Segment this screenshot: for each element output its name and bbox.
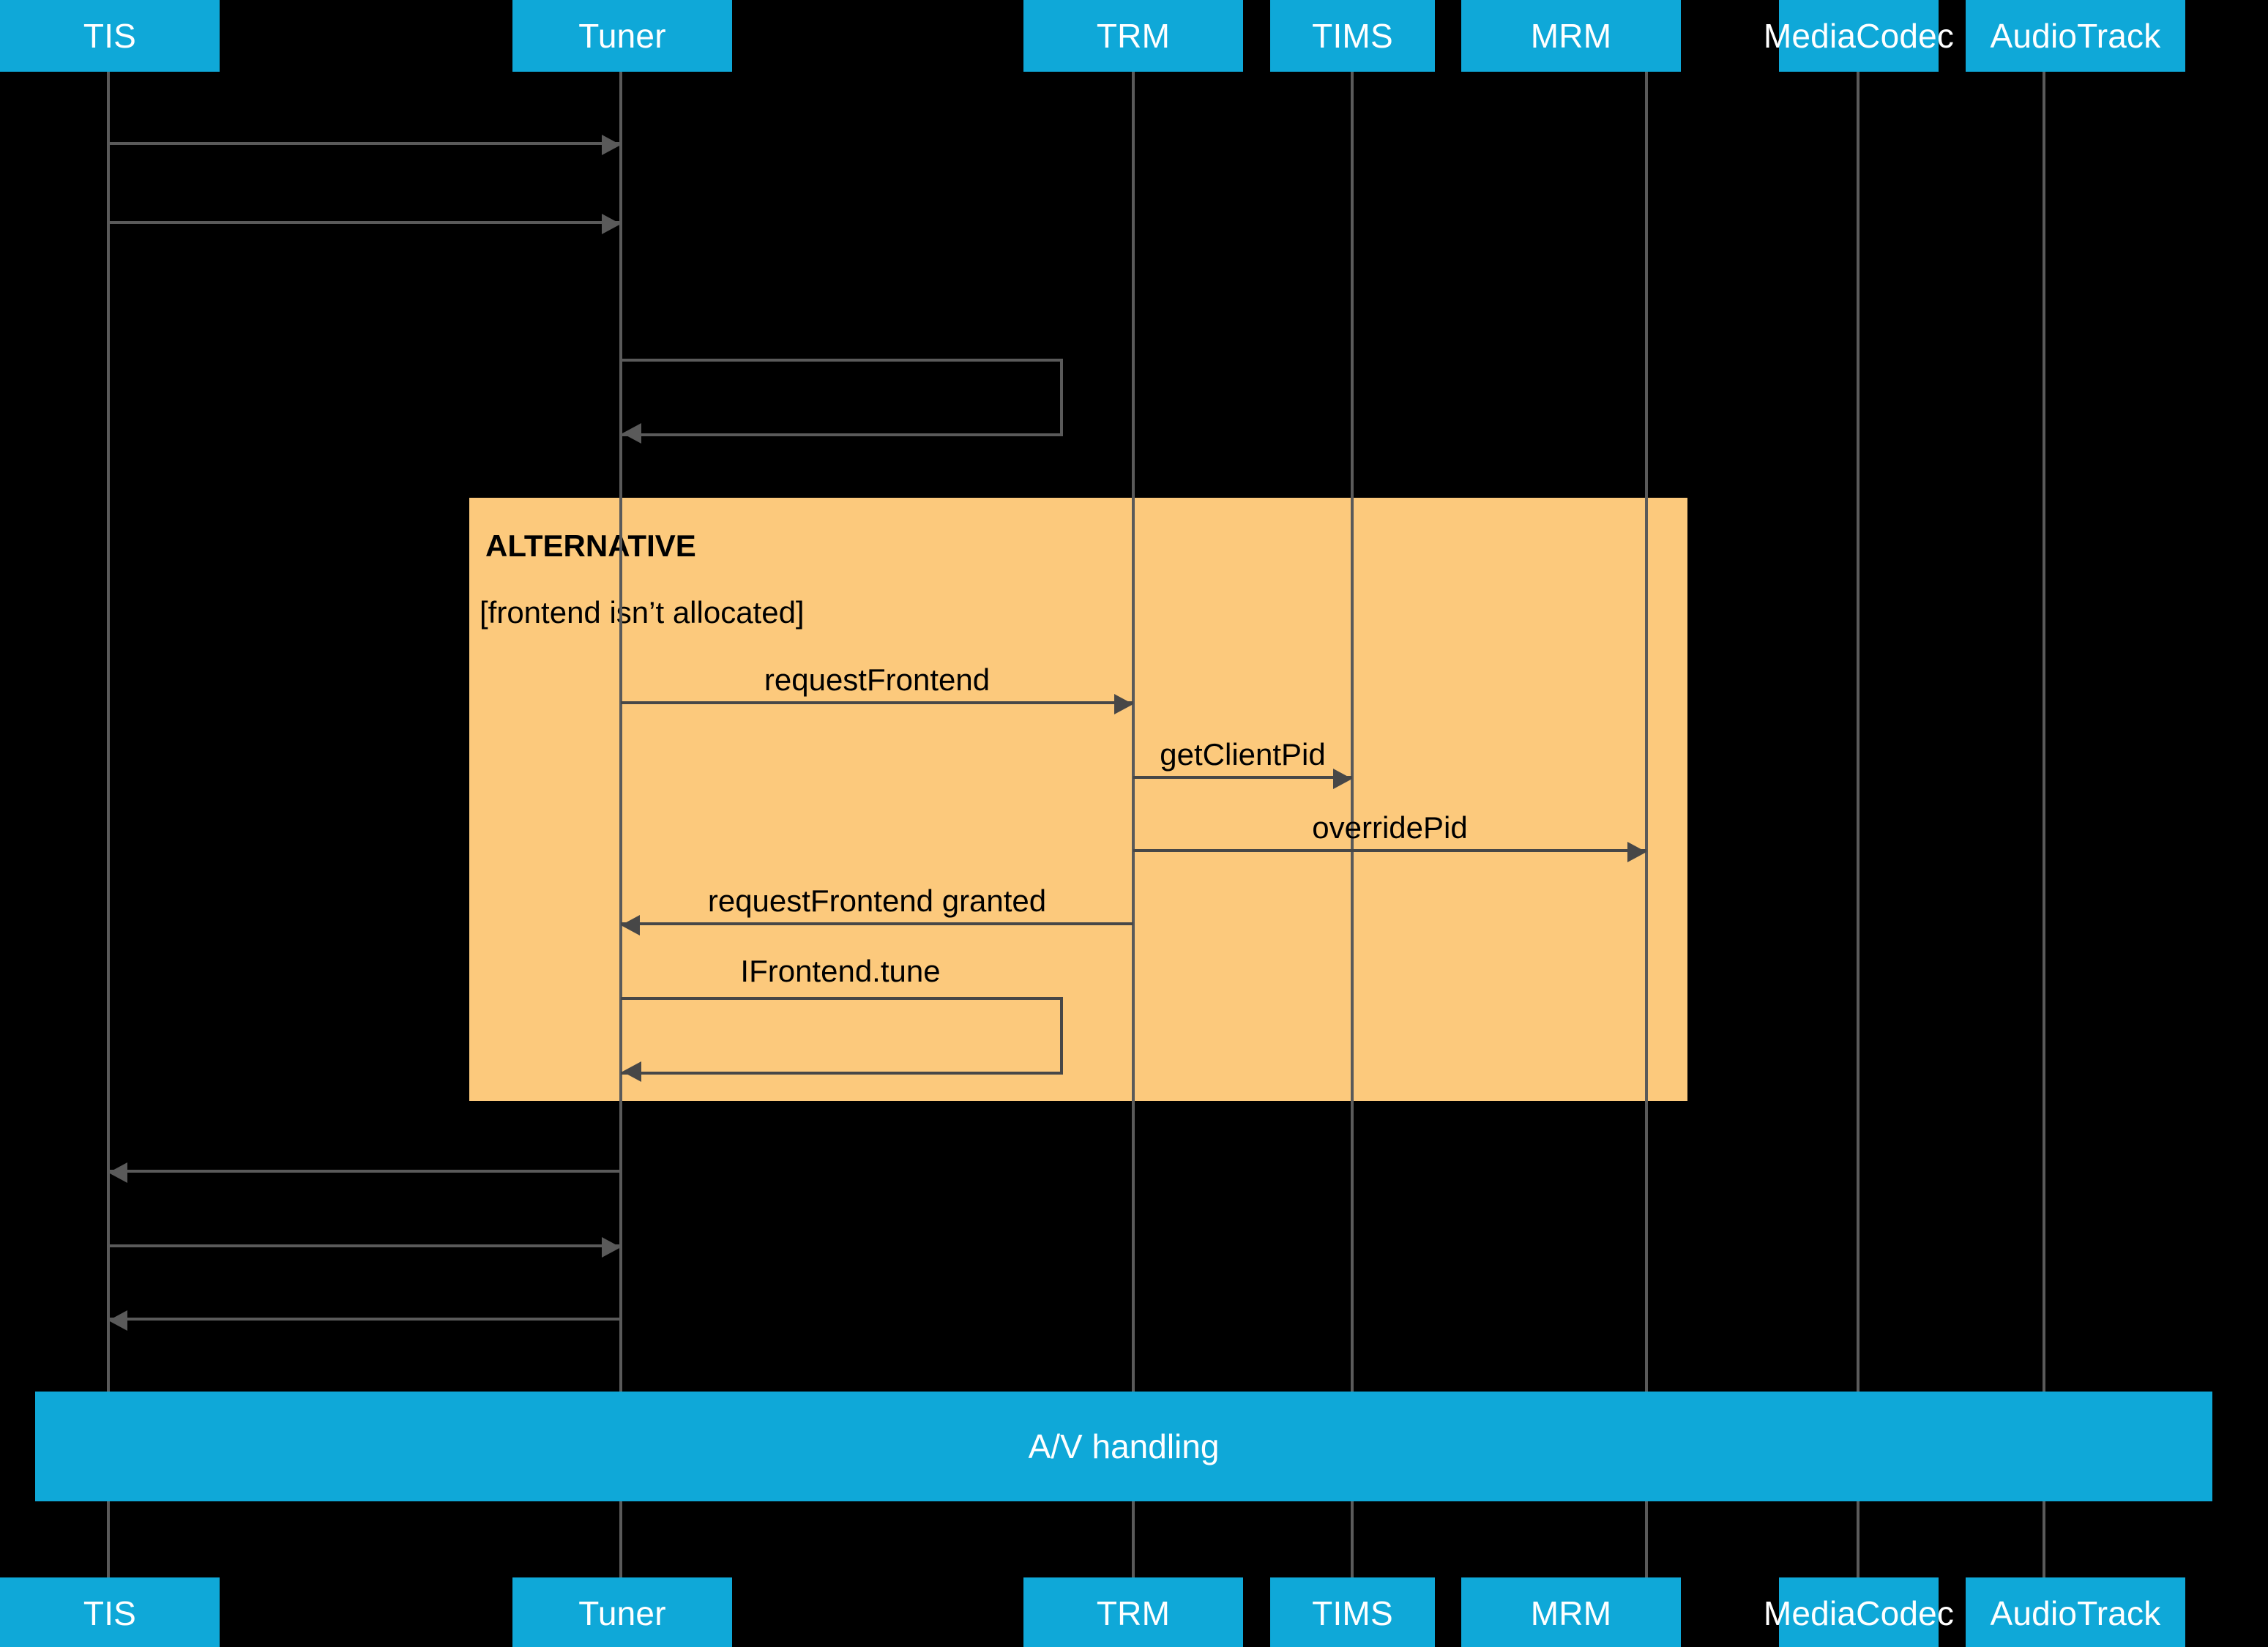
message-label-m6: overridePid [1312, 810, 1468, 845]
arrowhead-m1 [602, 135, 621, 155]
participant-header-mrm: MRM [1461, 0, 1681, 72]
participant-footer-trm: TRM [1023, 1577, 1243, 1647]
message-line-m9 [108, 1170, 621, 1173]
arrowhead-m8 [622, 1061, 641, 1082]
participant-header-trm: TRM [1023, 0, 1243, 72]
message-line-m7 [621, 922, 1133, 925]
lifeline-audiotrack [2043, 498, 2045, 1101]
alt-fragment [469, 498, 1687, 1101]
lifeline-mrm [1645, 498, 1648, 1101]
participant-header-tims: TIMS [1270, 0, 1435, 72]
self-message-m8 [621, 997, 1063, 1075]
lifeline-tis [107, 498, 110, 1101]
message-label-m8: IFrontend.tune [740, 954, 941, 988]
participant-header-tis: TIS [0, 0, 220, 72]
arrowhead-m4 [1114, 694, 1133, 714]
participant-footer-audiotrack: AudioTrack [1966, 1577, 2185, 1647]
av-handling-bar: A/V handling [35, 1392, 2212, 1501]
message-line-m11 [108, 1318, 621, 1321]
participant-footer-tis: TIS [0, 1577, 220, 1647]
alt-fragment-guard: [frontend isn’t allocated] [480, 595, 805, 630]
arrowhead-m9 [108, 1162, 127, 1183]
participant-footer-tims: TIMS [1270, 1577, 1435, 1647]
participant-header-tuner: Tuner [512, 0, 732, 72]
message-line-m2 [108, 221, 621, 224]
arrowhead-m6 [1627, 842, 1646, 862]
message-line-m4 [621, 701, 1133, 704]
lifeline-tuner [619, 498, 622, 1101]
alt-fragment-operator: ALTERNATIVE [485, 529, 696, 563]
message-label-m4: requestFrontend [764, 662, 991, 697]
self-message-m3 [621, 359, 1063, 436]
message-line-m10 [108, 1244, 621, 1247]
participant-footer-tuner: Tuner [512, 1577, 732, 1647]
lifeline-tims [1351, 498, 1354, 1101]
message-label-m5: getClientPid [1160, 737, 1326, 772]
lifeline-trm [1132, 498, 1135, 1101]
participant-footer-mrm: MRM [1461, 1577, 1681, 1647]
arrowhead-m10 [602, 1237, 621, 1258]
arrowhead-m2 [602, 214, 621, 234]
lifeline-mediacodec [1857, 498, 1859, 1101]
message-line-m5 [1133, 776, 1352, 779]
arrowhead-m3 [622, 423, 641, 444]
message-line-m1 [108, 142, 621, 145]
arrowhead-m11 [108, 1310, 127, 1331]
participant-footer-mediacodec: MediaCodec [1764, 1577, 1954, 1647]
participant-header-mediacodec: MediaCodec [1764, 0, 1954, 72]
message-line-m6 [1133, 849, 1646, 852]
participant-header-audiotrack: AudioTrack [1966, 0, 2185, 72]
message-label-m7: requestFrontend granted [707, 884, 1047, 918]
arrowhead-m5 [1333, 769, 1352, 789]
arrowhead-m7 [621, 915, 640, 935]
